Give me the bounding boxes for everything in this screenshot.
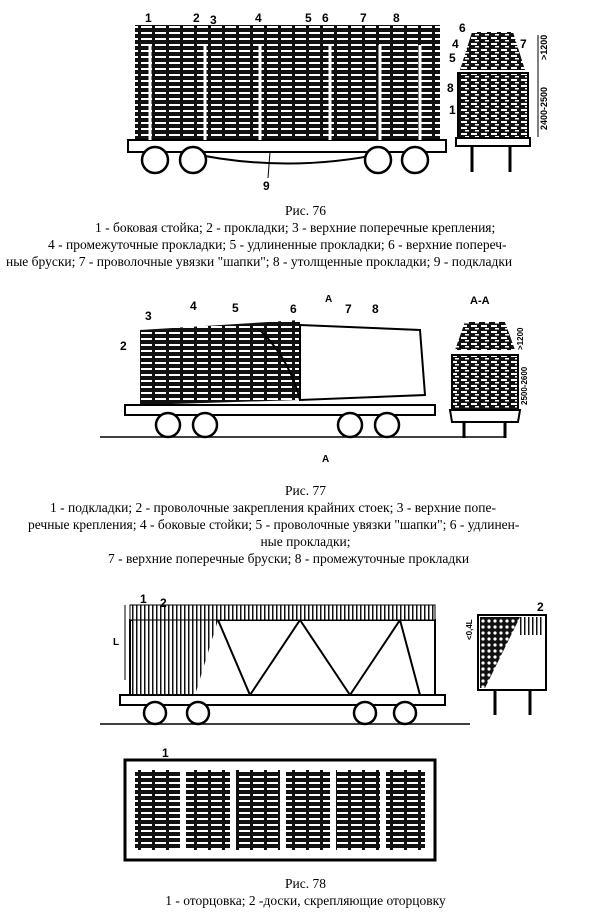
fig77-section-a-a: А-А >1200 2500-2600 — [448, 295, 529, 438]
svg-text:2: 2 — [160, 596, 167, 610]
fig78-side-view: 1 2 L — [100, 592, 470, 726]
fig78-top-view: 1 — [123, 746, 437, 862]
svg-text:2: 2 — [193, 11, 200, 25]
svg-text:1: 1 — [140, 592, 147, 606]
svg-text:4: 4 — [452, 37, 459, 51]
svg-text:7: 7 — [345, 302, 352, 316]
fig77-caption-line: 7 - верхние поперечные бруски; 8 - проме… — [108, 551, 470, 566]
fig77-caption-line: речные крепления; 4 - боковые стойки; 5 … — [28, 517, 520, 532]
fig76-side-view: 1 2 3 4 5 6 7 8 9 — [127, 11, 447, 193]
svg-text:2500-2600: 2500-2600 — [520, 366, 529, 405]
svg-text:2: 2 — [537, 600, 544, 614]
fig76-end-view: 6 4 5 8 1 7 >1200 2400-2500 — [447, 21, 549, 172]
svg-text:7: 7 — [360, 11, 367, 25]
fig77-caption-line: 1 - подкладки; 2 - проволочные закреплен… — [50, 500, 496, 515]
svg-text:<0,4L: <0,4L — [465, 619, 474, 640]
svg-text:1: 1 — [162, 746, 169, 760]
fig78-end-view: 2 <0,4L — [465, 600, 547, 715]
svg-text:4: 4 — [255, 11, 262, 25]
svg-text:>1200: >1200 — [516, 327, 525, 350]
svg-text:3: 3 — [145, 309, 152, 323]
svg-text:А-А: А-А — [470, 295, 490, 307]
svg-text:9: 9 — [263, 179, 270, 193]
svg-text:5: 5 — [232, 301, 239, 315]
svg-text:6: 6 — [322, 11, 329, 25]
svg-text:6: 6 — [459, 21, 466, 35]
svg-text:5: 5 — [305, 11, 312, 25]
fig77-side-view: 3 2 4 5 6 7 8 A A — [100, 294, 505, 465]
svg-text:1: 1 — [449, 103, 456, 117]
svg-text:L: L — [113, 637, 119, 648]
svg-text:3: 3 — [210, 13, 217, 27]
svg-text:6: 6 — [290, 302, 297, 316]
svg-text:A: A — [325, 294, 332, 305]
svg-text:>1200: >1200 — [539, 35, 549, 60]
fig76-title: Рис. 76 — [285, 203, 326, 218]
svg-text:8: 8 — [393, 11, 400, 25]
fig77-caption-line: ные прокладки; — [260, 534, 351, 549]
fig76-caption-line: ные бруски; 7 - проволочные увязки "шапк… — [6, 254, 513, 269]
svg-text:A: A — [322, 454, 329, 465]
svg-text:4: 4 — [190, 299, 197, 313]
svg-text:1: 1 — [145, 11, 152, 25]
fig76-caption-line: 4 - промежуточные прокладки; 5 - удлинен… — [48, 237, 507, 252]
svg-text:7: 7 — [520, 37, 527, 51]
svg-text:8: 8 — [372, 302, 379, 316]
svg-text:2: 2 — [120, 339, 127, 353]
fig78-caption-line: 1 - оторцовка; 2 -доски, скрепляющие ото… — [165, 893, 446, 908]
svg-text:8: 8 — [447, 81, 454, 95]
fig78-title: Рис. 78 — [285, 876, 326, 891]
fig76-caption-line: 1 - боковая стойка; 2 - прокладки; 3 - в… — [95, 220, 496, 235]
svg-text:5: 5 — [449, 51, 456, 65]
fig77-title: Рис. 77 — [285, 483, 326, 498]
svg-text:2400-2500: 2400-2500 — [539, 87, 549, 130]
